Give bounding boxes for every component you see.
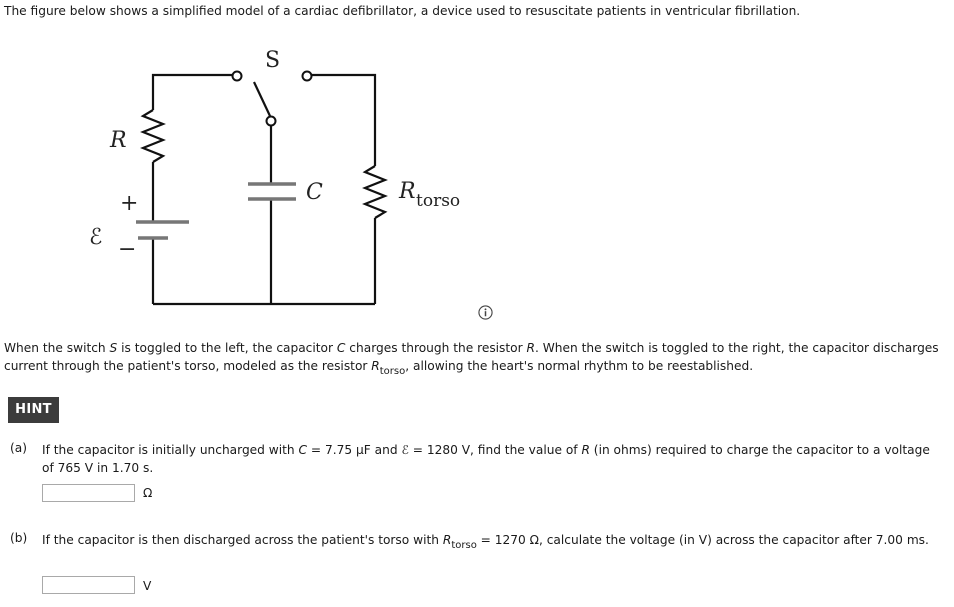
resistor-r-zigzag (140, 109, 166, 163)
part-a: (a) If the capacitor is initially unchar… (10, 441, 940, 511)
resistor-label: R (109, 128, 127, 153)
capacitor-label: C (306, 180, 323, 205)
switch-left-terminal (231, 70, 243, 82)
torso-resistor-label: R (398, 179, 416, 204)
part-b-unit: V (143, 579, 152, 593)
part-a-unit: Ω (143, 486, 153, 500)
battery-plus-sign: + (120, 191, 138, 216)
switch-pivot-terminal (265, 115, 277, 127)
part-a-question: If the capacitor is initially uncharged … (42, 443, 930, 475)
torso-resistor-zigzag (362, 165, 388, 219)
intro-text: The figure below shows a simplified mode… (4, 4, 801, 18)
battery-minus-sign: − (118, 237, 136, 262)
part-b: (b) If the capacitor is then discharged … (10, 531, 940, 601)
info-icon[interactable] (478, 305, 493, 320)
switch-label: S (265, 48, 280, 73)
part-a-answer-input[interactable] (42, 484, 135, 502)
defibrillator-circuit-diagram: S R C R torso + ℰ − (89, 48, 460, 306)
circuit-description: When the switch S is toggled to the left… (4, 341, 939, 377)
top-left-wire (151, 73, 232, 110)
part-b-label: (b) (10, 531, 28, 545)
emf-label: ℰ (89, 225, 102, 250)
part-b-answer-input[interactable] (42, 576, 135, 594)
switch-blade (253, 81, 271, 117)
part-b-question: If the capacitor is then discharged acro… (42, 533, 929, 551)
torso-resistor-subscript: torso (416, 191, 460, 211)
top-right-wire (312, 73, 377, 166)
hint-button[interactable]: HINT (8, 397, 59, 423)
part-a-label: (a) (10, 441, 27, 455)
switch-right-terminal (301, 70, 313, 82)
